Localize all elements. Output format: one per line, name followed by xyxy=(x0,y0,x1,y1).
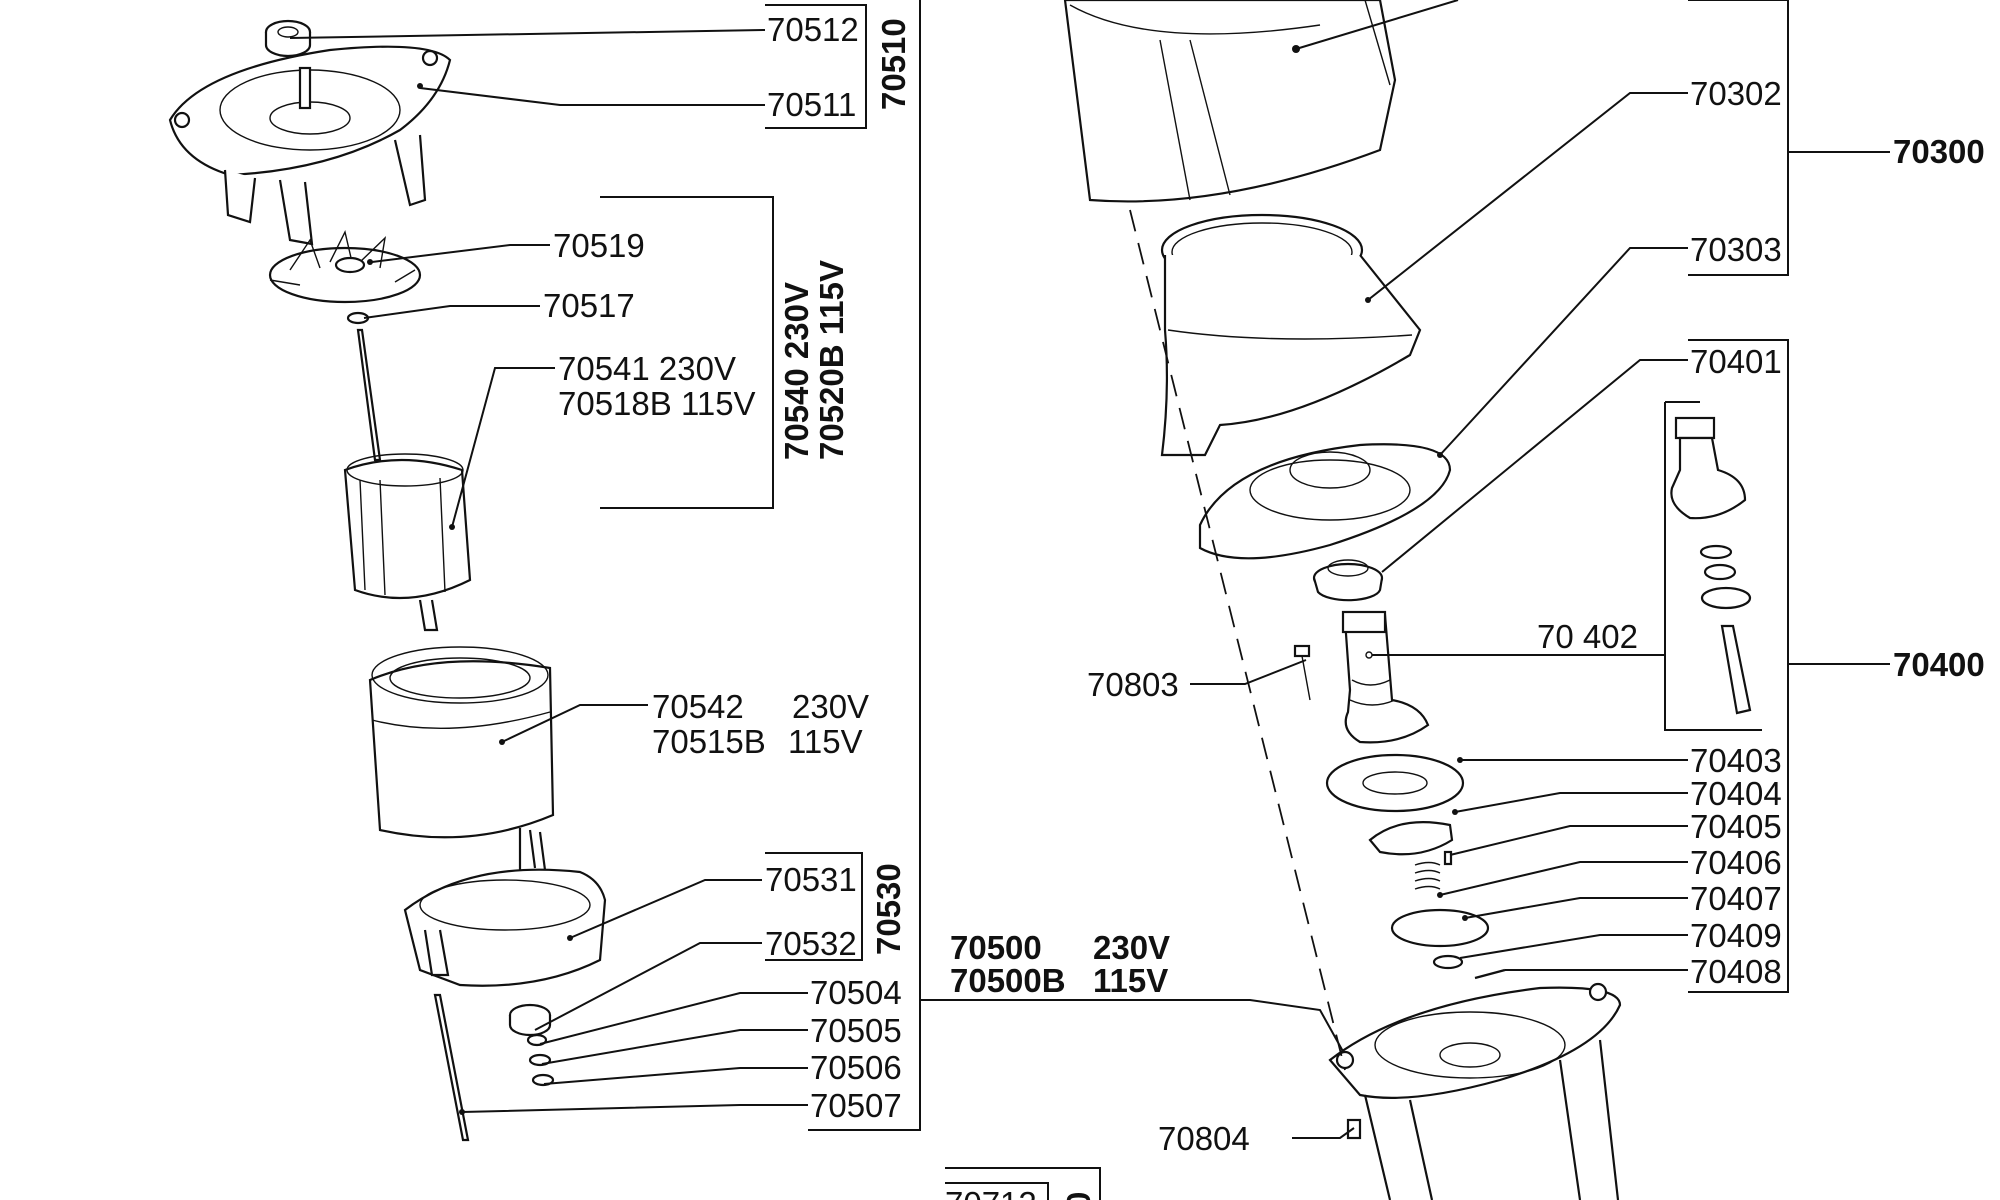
part-70407-disc xyxy=(1390,908,1490,948)
part-70402-spindle xyxy=(1341,610,1430,744)
label-group-70540-230v: 70540 230V xyxy=(778,282,815,460)
part-70542-stator xyxy=(368,646,555,839)
label-70405: 70405 xyxy=(1690,808,1782,845)
part-70405-pin xyxy=(1443,850,1453,866)
part-70404-gear xyxy=(1368,809,1458,856)
label-70407: 70407 xyxy=(1690,880,1782,917)
bracket-70712-cropped xyxy=(945,1167,1101,1200)
label-group-70530: 70530 xyxy=(870,863,907,955)
label-70402: 70 402 xyxy=(1537,618,1638,655)
label-70515b: 70515B xyxy=(652,723,766,760)
label-70512: 70512 xyxy=(767,11,859,48)
label-group-70400: 70400 xyxy=(1893,646,1985,683)
label-group-70500b-voltage: 115V xyxy=(1093,962,1168,999)
label-70515b-voltage: 115V xyxy=(788,723,863,760)
part-70506-washer xyxy=(531,1073,555,1087)
label-70511: 70511 xyxy=(767,86,856,123)
label-group-70500: 70500 xyxy=(950,929,1042,966)
part-70511-top-housing xyxy=(168,45,452,246)
leader-lines-right xyxy=(1190,0,1688,1139)
bracket-70500 xyxy=(808,0,1346,1131)
label-70403: 70403 xyxy=(1690,742,1782,779)
labels: 70512 70511 70510 70519 70517 70541 230V… xyxy=(543,11,1985,1200)
bracket-70402-detail xyxy=(1664,401,1762,731)
label-70541-230v: 70541 230V xyxy=(558,350,736,387)
label-70408: 70408 xyxy=(1690,953,1782,990)
label-70803: 70803 xyxy=(1087,666,1179,703)
part-70519-fan xyxy=(268,229,422,304)
label-70409: 70409 xyxy=(1690,917,1782,954)
part-70507-rod xyxy=(433,993,470,1142)
part-70504-nut xyxy=(526,1033,548,1047)
part-70406-spring xyxy=(1414,861,1443,898)
label-70542-voltage: 230V xyxy=(792,688,869,725)
part-70531-lower-housing xyxy=(403,828,607,987)
bracket-70540 xyxy=(600,196,774,509)
part-70401-seal xyxy=(1312,559,1384,602)
part-70409-ring xyxy=(1432,954,1464,970)
label-70532: 70532 xyxy=(765,925,857,962)
label-group-70500b: 70500B xyxy=(950,962,1066,999)
part-70541-rotor xyxy=(343,328,472,632)
label-group-70510: 70510 xyxy=(875,18,912,110)
label-70401: 70401 xyxy=(1690,343,1782,380)
label-70404: 70404 xyxy=(1690,775,1782,812)
bracket-70530 xyxy=(765,852,863,961)
label-70504: 70504 xyxy=(810,974,902,1011)
label-group-70500-voltage: 230V xyxy=(1093,929,1170,966)
bracket-70510 xyxy=(765,4,867,129)
label-70712-cropped: 70712 xyxy=(945,1185,1037,1200)
label-70507: 70507 xyxy=(810,1087,902,1124)
bracket-70400 xyxy=(1688,339,1890,993)
part-70500-base-housing xyxy=(1328,982,1622,1200)
label-70302: 70302 xyxy=(1690,75,1782,112)
part-70302-cylinder xyxy=(1160,213,1422,457)
label-70519: 70519 xyxy=(553,227,645,264)
label-70406: 70406 xyxy=(1690,844,1782,881)
part-70403-gasket xyxy=(1325,753,1465,813)
label-70303: 70303 xyxy=(1690,231,1782,268)
label-70518b-115v: 70518B 115V xyxy=(558,385,756,422)
label-70517: 70517 xyxy=(543,287,635,324)
label-70505: 70505 xyxy=(810,1012,902,1049)
label-70531: 70531 xyxy=(765,861,857,898)
part-70803-screw xyxy=(1293,644,1311,701)
assembly-axis-dashed xyxy=(1129,209,1346,1071)
part-70301-bowl xyxy=(1063,0,1397,203)
label-group-70300: 70300 xyxy=(1893,133,1985,170)
bracket-70300 xyxy=(1688,0,1890,276)
label-70542: 70542 xyxy=(652,688,744,725)
part-70532-bearing xyxy=(508,1003,552,1037)
part-70408-clip xyxy=(1474,968,1506,980)
part-70303-plate xyxy=(1198,443,1452,560)
label-70804: 70804 xyxy=(1158,1120,1250,1157)
part-70401-exploded-stack xyxy=(1670,416,1752,715)
label-group-cropped: 0 xyxy=(1060,1192,1097,1200)
label-group-70520b-115v: 70520B 115V xyxy=(813,260,850,460)
label-70506: 70506 xyxy=(810,1049,902,1086)
leader-lines-left xyxy=(289,29,808,1113)
